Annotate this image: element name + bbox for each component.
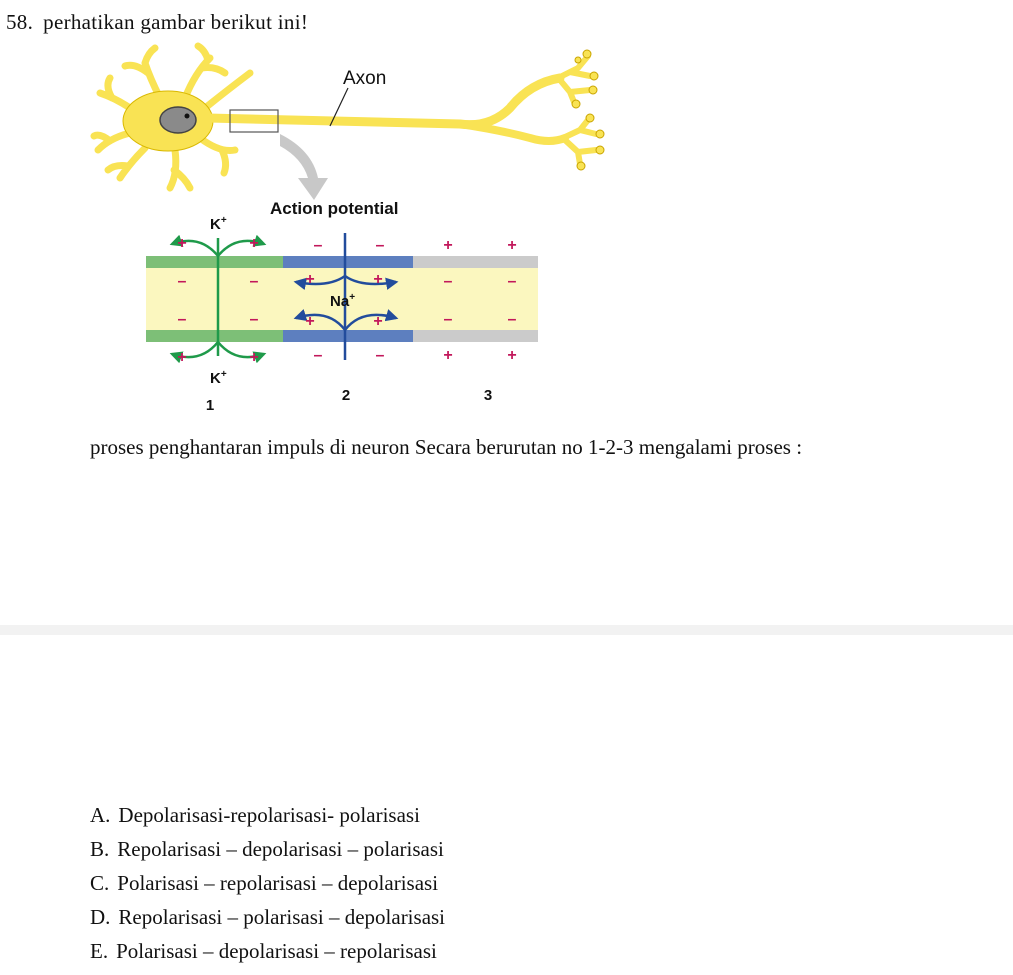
option-letter: D. xyxy=(90,905,111,929)
option-text: Repolarisasi – polarisasi – depolarisasi xyxy=(118,905,446,929)
charge-minus: – xyxy=(508,273,517,290)
action-potential-label: Action potential xyxy=(270,199,398,218)
charge-plus: + xyxy=(177,235,186,252)
question-number: 58. xyxy=(6,10,34,34)
charge-minus: – xyxy=(250,311,259,328)
section-divider xyxy=(0,625,1013,635)
charge-minus: – xyxy=(508,311,517,328)
charge-plus: + xyxy=(373,313,382,330)
region-label-1: 1 xyxy=(206,397,214,414)
charge-minus: – xyxy=(314,237,323,254)
charge-minus: – xyxy=(444,311,453,328)
option-b[interactable]: B. Repolarisasi – depolarisasi – polarisa… xyxy=(90,832,445,866)
charge-plus: + xyxy=(305,271,314,288)
k-ion-label-top: K+ xyxy=(210,215,227,233)
charge-plus: + xyxy=(443,347,452,364)
option-letter: C. xyxy=(90,871,110,895)
charge-plus: + xyxy=(249,235,258,252)
charge-minus: – xyxy=(314,347,323,364)
option-a[interactable]: A. Depolarisasi-repolarisasi- polarisasi xyxy=(90,798,445,832)
charge-plus: + xyxy=(373,271,382,288)
option-d[interactable]: D. Repolarisasi – polarisasi – depolarisa… xyxy=(90,900,445,934)
charge-plus: + xyxy=(443,237,452,254)
na-ion-label: Na+ xyxy=(330,292,355,310)
neuron-figure: Axon Action potential K+ K+ Na+ xyxy=(90,38,620,420)
option-text: Repolarisasi – depolarisasi – polarisasi xyxy=(117,837,444,861)
option-e[interactable]: E. Polarisasi – depolarisasi – repolarisa… xyxy=(90,934,445,968)
k-ion-label-bottom: K+ xyxy=(210,369,227,387)
charge-minus: – xyxy=(250,273,259,290)
question-header: 58. perhatikan gambar berikut ini! xyxy=(6,10,308,35)
charge-minus: – xyxy=(178,273,187,290)
option-letter: A. xyxy=(90,803,111,827)
axon-label: Axon xyxy=(343,68,386,89)
charge-plus: + xyxy=(249,349,258,366)
option-c[interactable]: C. Polarisasi – repolarisasi – depolarisa… xyxy=(90,866,445,900)
action-potential-diagram: Action potential K+ K+ Na+ + + – – + + – xyxy=(146,199,538,414)
question-instruction: perhatikan gambar berikut ini! xyxy=(43,10,309,34)
answer-options: A.Depolarisasi-repolarisasi- polarisasi … xyxy=(90,798,445,968)
charge-minus: – xyxy=(376,347,385,364)
question-stem: proses penghantaran impuls di neuron Sec… xyxy=(90,435,803,459)
charge-plus: + xyxy=(507,347,516,364)
option-letter: E. xyxy=(90,939,109,963)
charge-plus: + xyxy=(177,349,186,366)
region-label-3: 3 xyxy=(484,387,492,404)
charge-minus: – xyxy=(444,273,453,290)
neuron-illustration: Axon xyxy=(90,42,605,200)
charge-minus: – xyxy=(178,311,187,328)
charge-plus: + xyxy=(305,313,314,330)
charge-minus: – xyxy=(376,237,385,254)
region-label-2: 2 xyxy=(342,387,350,404)
option-text: Depolarisasi-repolarisasi- polarisasi xyxy=(118,803,420,827)
option-text: Polarisasi – depolarisasi – repolarisasi xyxy=(116,939,437,963)
option-text: Polarisasi – repolarisasi – depolarisasi xyxy=(117,871,439,895)
option-letter: B. xyxy=(90,837,110,861)
charge-plus: + xyxy=(507,237,516,254)
